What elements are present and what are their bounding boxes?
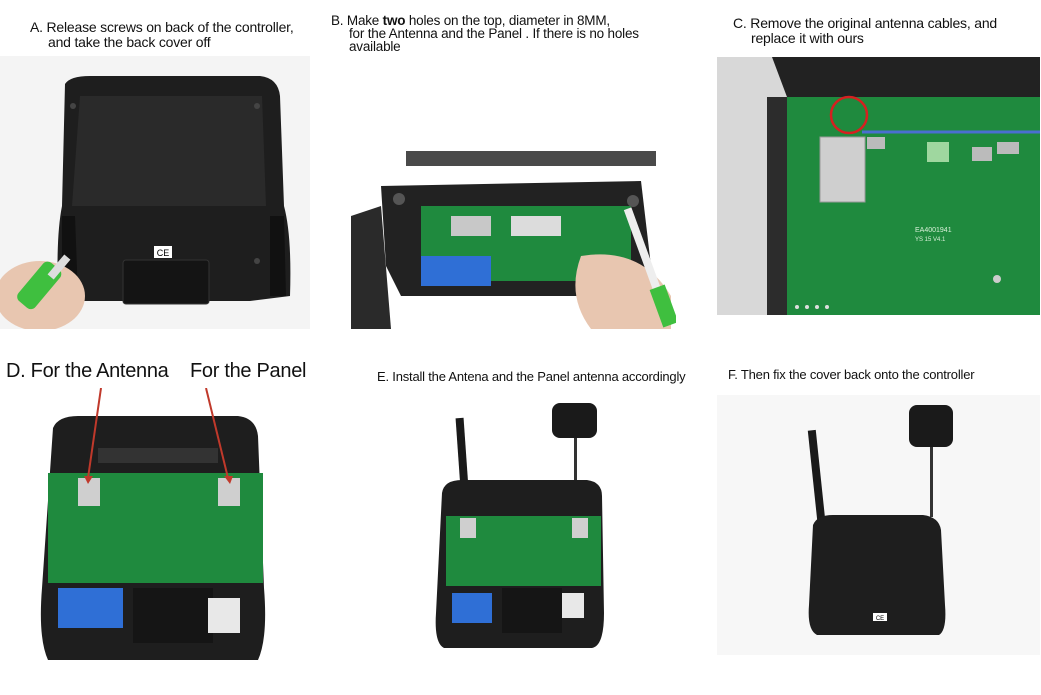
antenna-arrow — [87, 388, 102, 479]
panel-arrow — [205, 388, 229, 479]
photo-e-antennas-installed — [432, 398, 612, 653]
photo-a-controller-back: CE — [0, 56, 310, 329]
photo-d-open-controller — [38, 388, 270, 663]
step-a-caption: A. Release screws on back of the control… — [30, 20, 320, 50]
step-c-line2: replace it with ours — [751, 30, 864, 46]
step-f-caption: F. Then fix the cover back onto the cont… — [728, 367, 975, 382]
ce-mark-f: CE — [876, 616, 884, 622]
step-b-line2: for the Antenna and the Panel . If there… — [349, 26, 639, 41]
step-d-panel-label: For the Panel — [190, 360, 307, 382]
ce-mark: CE — [157, 248, 170, 258]
photo-b-drilling — [351, 66, 676, 329]
pcb-sublabel: YS 15 V4.1 — [915, 237, 946, 243]
photo-c-pcb-closeup: EA4001941 YS 15 V4.1 — [717, 57, 1040, 315]
step-e-caption: E. Install the Antena and the Panel ante… — [377, 369, 686, 384]
pcb-label: EA4001941 — [915, 227, 952, 234]
step-d-antenna-label: D. For the Antenna — [6, 360, 169, 382]
step-b-caption: B. Make two holes on the top, diameter i… — [331, 13, 691, 54]
step-a-line2: and take the back cover off — [48, 34, 211, 50]
step-a-line1: A. Release screws on back of the control… — [30, 19, 294, 35]
step-c-line1: C. Remove the original antenna cables, a… — [733, 15, 997, 31]
step-b-line1: B. Make two holes on the top, diameter i… — [331, 13, 610, 28]
photo-f-finished-controller: CE — [717, 395, 1040, 655]
step-c-caption: C. Remove the original antenna cables, a… — [733, 16, 1033, 46]
step-b-line3: available — [349, 39, 401, 54]
